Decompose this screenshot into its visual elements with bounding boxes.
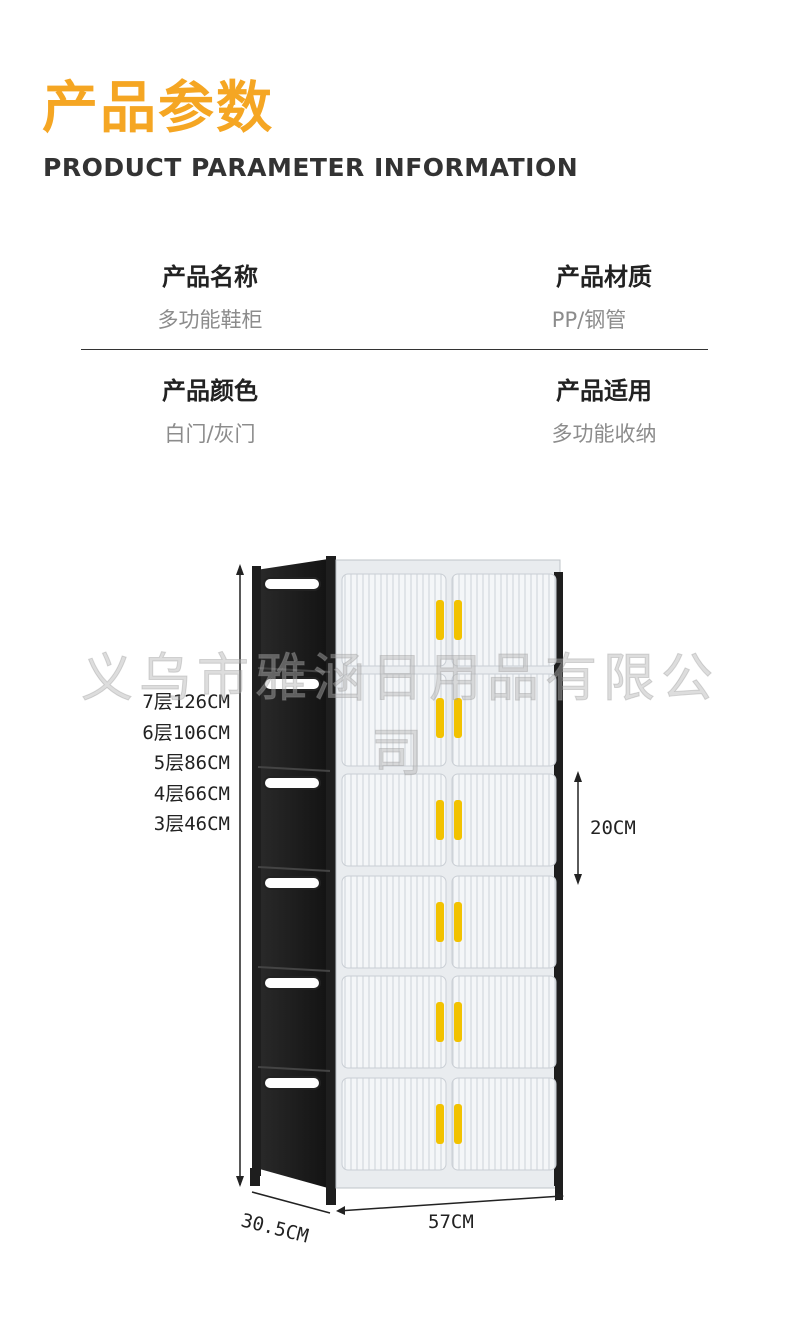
door-row (341, 573, 557, 667)
param-label: 产品适用 (556, 377, 652, 405)
height-labels: 7层126CM 6层106CM 5层86CM 4层66CM 3层46CM (142, 691, 230, 835)
width-label: 57CM (428, 1211, 474, 1233)
door-row (341, 875, 557, 969)
height-label-4: 4层66CM (154, 783, 230, 805)
param-value: 多功能收纳 (551, 422, 657, 446)
door-row (341, 773, 557, 867)
param-name: 产品名称 多功能鞋柜 (110, 260, 310, 336)
param-color: 产品颜色 白门/灰门 (110, 374, 310, 450)
param-value: 白门/灰门 (164, 422, 256, 446)
depth-label: 30.5CM (239, 1210, 311, 1248)
page-subtitle: PRODUCT PARAMETER INFORMATION (43, 153, 579, 182)
page-title: 产品参数 (42, 76, 274, 141)
param-material: 产品材质 PP/钢管 (494, 260, 714, 336)
param-value: PP/钢管 (551, 308, 627, 332)
compartment-dimension-line (574, 771, 582, 885)
param-value: 多功能鞋柜 (157, 308, 263, 332)
param-label: 产品名称 (162, 263, 258, 291)
divider (81, 349, 708, 350)
param-label: 产品颜色 (162, 377, 258, 405)
param-label: 产品材质 (556, 263, 652, 291)
door-grid (341, 573, 557, 1171)
compartment-label: 20CM (590, 817, 636, 839)
depth-dimension-line (251, 1191, 331, 1214)
door-row (341, 673, 557, 767)
height-label-3: 3层46CM (154, 813, 230, 835)
door-row (341, 1077, 557, 1171)
param-usage: 产品适用 多功能收纳 (494, 374, 714, 450)
height-label-5: 5层86CM (154, 752, 230, 774)
height-label-6: 6层106CM (142, 722, 230, 744)
side-panel (250, 556, 336, 1205)
door-row (341, 975, 557, 1069)
product-illustration: 7层126CM 6层106CM 5层86CM 4层66CM 3层46CM 20C… (142, 556, 636, 1248)
height-dimension-line (236, 564, 244, 1187)
height-label-7: 7层126CM (142, 691, 230, 713)
width-dimension-line (336, 1192, 564, 1215)
